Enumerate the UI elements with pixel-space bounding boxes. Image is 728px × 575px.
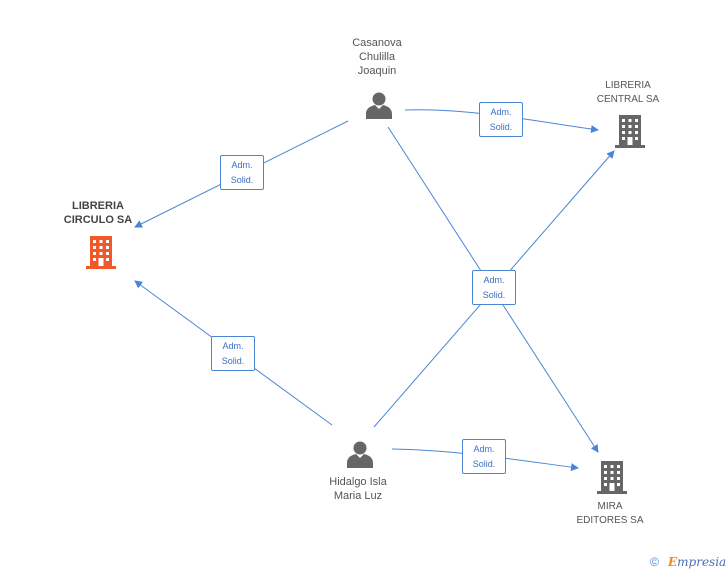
edge-label-line: Adm. xyxy=(490,107,512,117)
label-line: CIRCULO SA xyxy=(63,214,133,226)
edge-label-line: Solid. xyxy=(482,290,506,300)
brand-rest: mpresia xyxy=(677,555,727,569)
building-icon[interactable] xyxy=(597,461,627,494)
label-line: CENTRAL SA xyxy=(596,94,660,105)
label-line: Joaquin xyxy=(357,65,397,77)
edge-label-casanova-central[interactable]: Adm. Solid. xyxy=(479,102,523,137)
building-icon[interactable] xyxy=(86,236,116,269)
edge-label-line: Solid. xyxy=(221,356,245,366)
edge-label-hidalgo-mira[interactable]: Adm. Solid. xyxy=(462,439,506,474)
company-label-circulo[interactable]: LIBRERIA CIRCULO SA xyxy=(50,199,146,227)
label-line: MIRA xyxy=(597,501,623,512)
edge-label-line: Solid. xyxy=(230,175,254,185)
edge-label-line: Adm. xyxy=(231,160,253,170)
edge-label-line: Adm. xyxy=(473,444,495,454)
person-label-casanova[interactable]: Casanova Chulilla Joaquin xyxy=(330,36,424,78)
edge-label-hidalgo-circulo[interactable]: Adm. Solid. xyxy=(211,336,255,371)
person-icon[interactable] xyxy=(347,441,373,469)
edge-label-line: Adm. xyxy=(222,341,244,351)
edge-label-line: Adm. xyxy=(483,275,505,285)
copyright-icon: © xyxy=(650,555,659,569)
label-line: Hidalgo Isla xyxy=(329,476,387,488)
company-label-central[interactable]: LIBRERIA CENTRAL SA xyxy=(580,79,676,107)
person-label-hidalgo[interactable]: Hidalgo Isla Maria Luz xyxy=(308,475,408,503)
brand-initial: E xyxy=(668,555,678,569)
edge-label-shared-center[interactable]: Adm. Solid. xyxy=(472,270,516,305)
label-line: Maria Luz xyxy=(333,490,383,502)
person-icon[interactable] xyxy=(366,92,392,120)
label-line: LIBRERIA xyxy=(72,200,124,212)
edge-label-line: Solid. xyxy=(489,122,513,132)
empresia-logo[interactable]: Empresia xyxy=(668,555,726,569)
edge-label-line: Solid. xyxy=(472,459,496,469)
label-line: LIBRERIA xyxy=(605,80,651,91)
company-label-mira[interactable]: MIRA EDITORES SA xyxy=(562,500,658,528)
building-icon[interactable] xyxy=(615,115,645,148)
label-line: Casanova xyxy=(352,37,402,49)
label-line: Chulilla xyxy=(358,51,396,63)
edge-label-casanova-circulo[interactable]: Adm. Solid. xyxy=(220,155,264,190)
label-line: EDITORES SA xyxy=(576,515,644,526)
